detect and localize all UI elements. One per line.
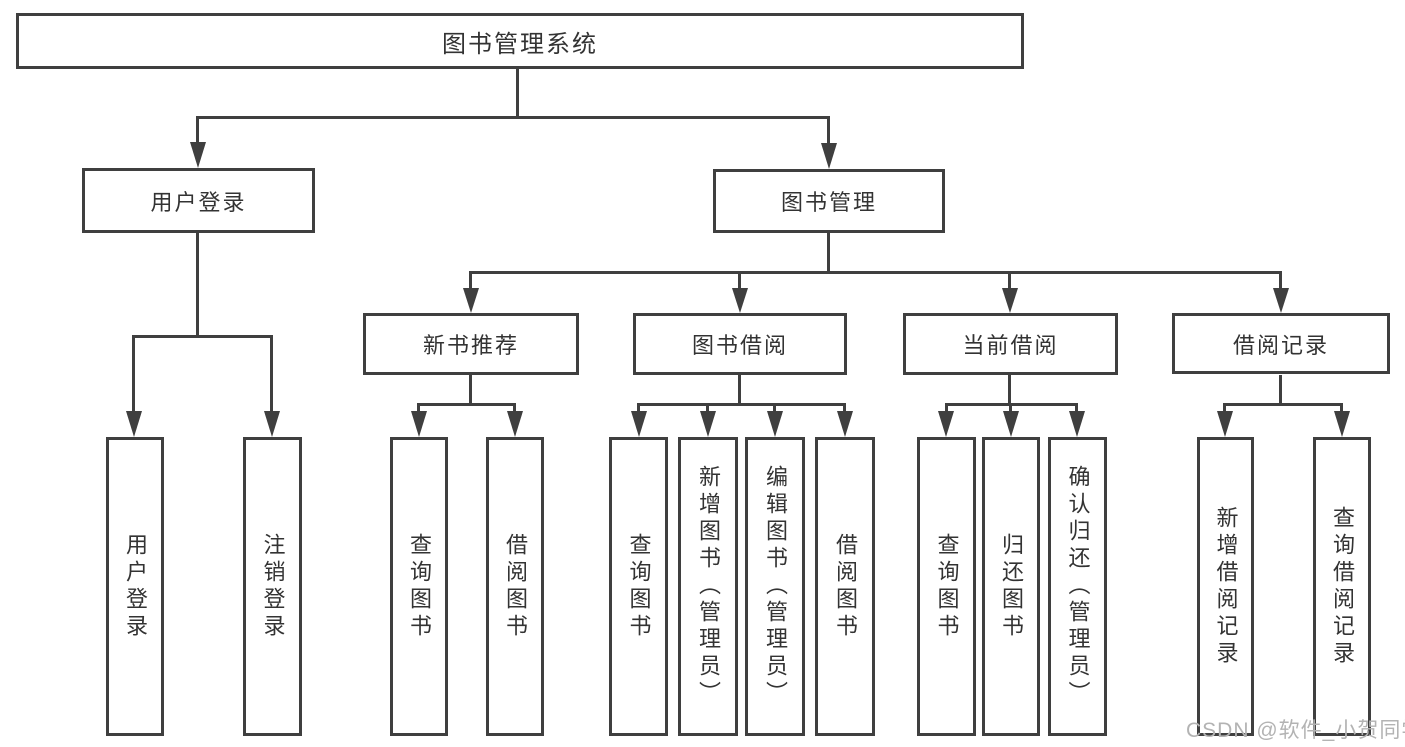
connector-arrow [126, 142, 1350, 437]
leaf-add-borrow-record: 新增借阅记录 [1197, 437, 1254, 736]
leaf-query-books-recommend: 查询图书 [390, 437, 448, 736]
leaf-add-books-admin-label: 新增图书（管理员） [696, 465, 721, 708]
leaf-borrow-books-recommend-label: 借阅图书 [503, 532, 528, 641]
node-library-management-system: 图书管理系统 [16, 13, 1024, 69]
node-current-borrowing: 当前借阅 [903, 313, 1118, 375]
node-user-login: 用户登录 [82, 168, 315, 233]
node-borrow-records-label: 借阅记录 [1232, 332, 1329, 358]
node-borrow-records: 借阅记录 [1172, 313, 1390, 374]
leaf-logout-label: 注销登录 [260, 532, 286, 641]
node-user-login-label: 用户登录 [150, 189, 247, 215]
leaf-return-books-label: 归还图书 [999, 532, 1024, 641]
leaf-confirm-return-admin-label: 确认归还（管理员） [1065, 465, 1091, 708]
leaf-query-borrow-record: 查询借阅记录 [1313, 437, 1371, 736]
leaf-return-books: 归还图书 [982, 437, 1040, 736]
leaf-add-books-admin: 新增图书（管理员） [678, 437, 738, 736]
leaf-query-books-current: 查询图书 [917, 437, 976, 736]
leaf-confirm-return-admin: 确认归还（管理员） [1048, 437, 1107, 736]
csdn-watermark: CSDN @软件_小贺同学 [1186, 719, 1405, 742]
leaf-query-borrow-record-label: 查询借阅记录 [1330, 505, 1355, 668]
node-new-book-recommend-label: 新书推荐 [422, 333, 519, 358]
leaf-user-login-label: 用户登录 [123, 532, 148, 641]
leaf-edit-books-admin: 编辑图书（管理员） [745, 437, 805, 736]
node-new-book-recommend: 新书推荐 [363, 313, 579, 375]
leaf-borrow-books-label: 借阅图书 [833, 532, 858, 641]
leaf-query-books-current-label: 查询图书 [934, 532, 960, 641]
node-book-management: 图书管理 [713, 169, 945, 233]
leaf-logout: 注销登录 [243, 437, 302, 736]
node-book-borrowing-label: 图书借阅 [691, 333, 788, 358]
leaf-user-login: 用户登录 [106, 437, 164, 736]
leaf-query-books-borrowing-label: 查询图书 [626, 532, 652, 641]
leaf-borrow-books-recommend: 借阅图书 [486, 437, 544, 736]
leaf-query-books-borrowing: 查询图书 [609, 437, 668, 736]
node-library-management-system-label: 图书管理系统 [442, 30, 598, 58]
leaf-borrow-books: 借阅图书 [815, 437, 875, 736]
leaf-query-books-recommend-label: 查询图书 [407, 532, 432, 641]
node-book-management-label: 图书管理 [780, 190, 877, 215]
leaf-edit-books-admin-label: 编辑图书（管理员） [763, 465, 788, 708]
node-current-borrowing-label: 当前借阅 [962, 333, 1059, 358]
node-book-borrowing: 图书借阅 [633, 313, 847, 375]
leaf-add-borrow-record-label: 新增借阅记录 [1213, 505, 1239, 668]
